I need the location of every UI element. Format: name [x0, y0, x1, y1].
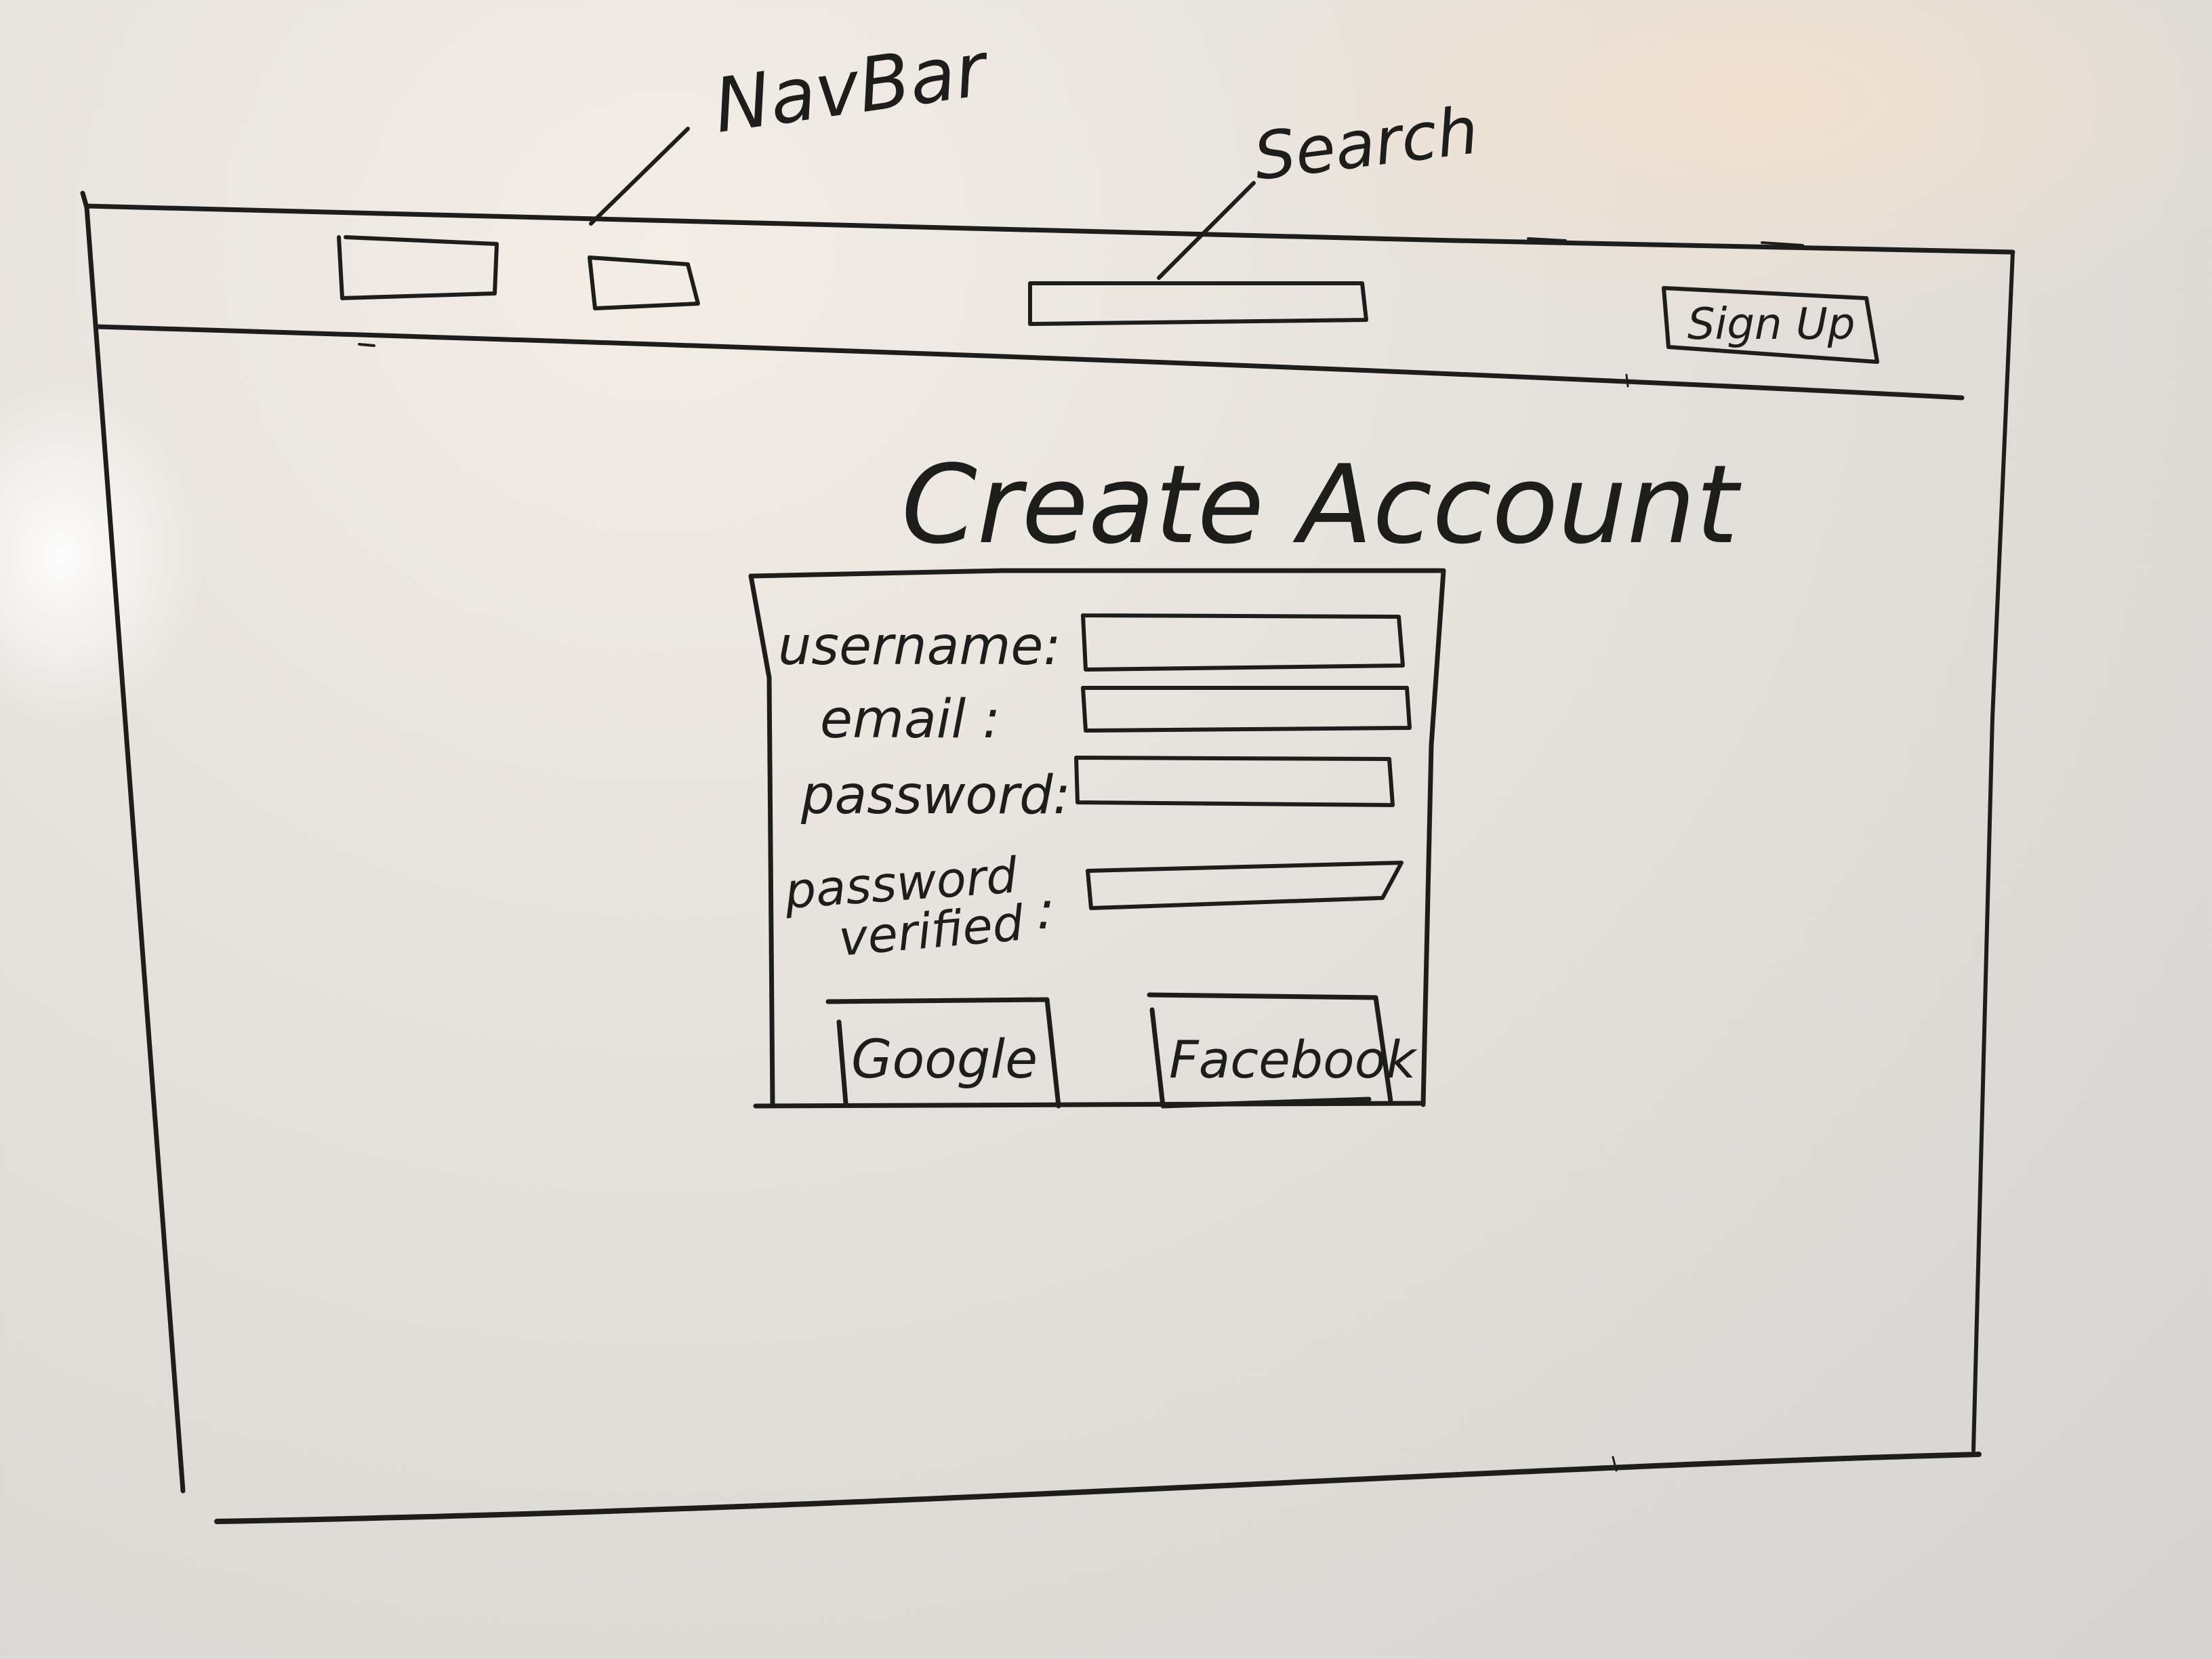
password-field[interactable] [1074, 756, 1395, 807]
signup-button-label: Sign Up [1687, 300, 1855, 350]
password-verified-colon: : [1037, 880, 1054, 941]
search-annotation: Search [1157, 92, 1482, 280]
form-row-username: username: [778, 613, 1405, 677]
google-button-label: Google [851, 1029, 1038, 1090]
nav-link-2[interactable] [588, 255, 700, 310]
google-button[interactable]: Google [825, 997, 1061, 1109]
username-label: username: [778, 616, 1061, 677]
search-input[interactable] [1028, 281, 1368, 326]
stray-marks [358, 237, 1804, 1472]
navbar-annotation: NavBar [589, 25, 995, 226]
search-annotation-label: Search [1250, 92, 1482, 195]
navbar: Sign Up [94, 235, 1965, 401]
password-label: password: [800, 765, 1071, 826]
username-field[interactable] [1081, 613, 1405, 672]
form-row-email: email : [820, 686, 1412, 750]
signup-button[interactable] [1662, 286, 1879, 364]
page-title: Create Account [901, 441, 1742, 568]
form-row-password-verified: password verified : [782, 846, 1404, 967]
navbar-annotation-label: NavBar [709, 25, 995, 150]
facebook-button[interactable]: Facebook [1147, 992, 1418, 1109]
email-field[interactable] [1081, 686, 1412, 733]
email-label: email : [820, 689, 1000, 750]
create-account-form [748, 568, 1446, 1109]
password-verified-field[interactable] [1086, 861, 1404, 910]
browser-frame [80, 190, 2015, 1524]
form-row-password: password: [800, 756, 1395, 826]
nav-link-1[interactable] [337, 235, 499, 300]
facebook-button-label: Facebook [1169, 1029, 1418, 1090]
